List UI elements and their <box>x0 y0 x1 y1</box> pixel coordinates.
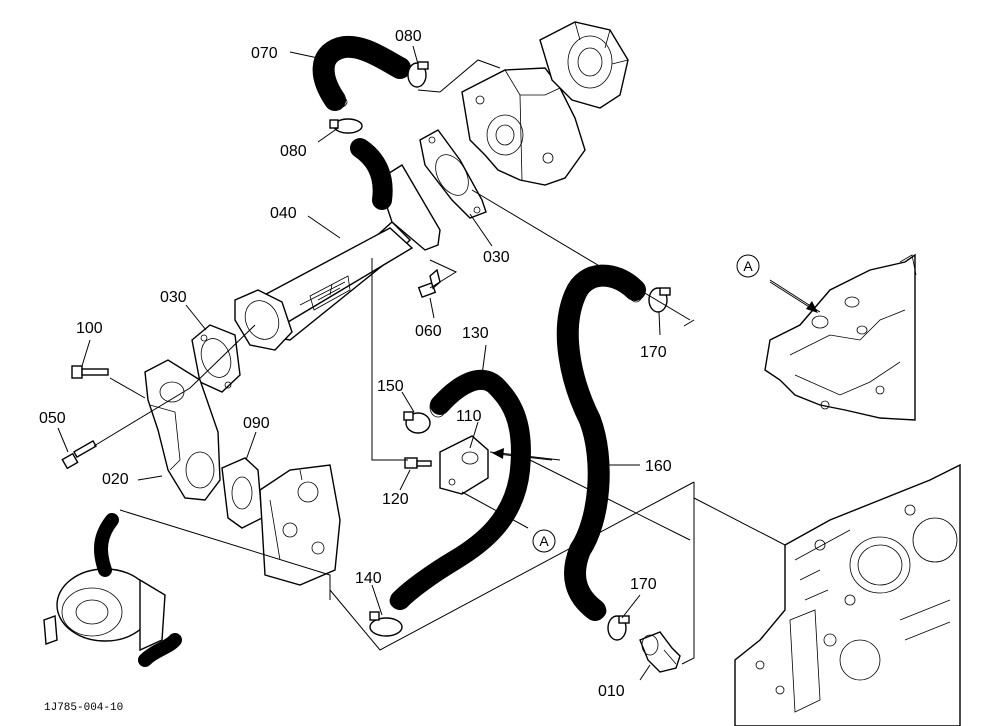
hose-130 <box>389 369 531 610</box>
callout-120: 120 <box>382 491 409 508</box>
gasket-030-right <box>419 129 487 219</box>
callout-170-top: 170 <box>640 344 667 361</box>
callout-130: 130 <box>462 325 489 342</box>
bracket-020 <box>144 359 221 501</box>
bracket-110 <box>439 435 489 495</box>
callout-030-right: 030 <box>483 249 510 266</box>
callout-170-bottom: 170 <box>630 576 657 593</box>
reference-a-lower: A <box>532 529 556 553</box>
engine-block <box>734 463 961 726</box>
callout-080-left: 080 <box>280 143 307 160</box>
fitting-010 <box>639 631 681 673</box>
callout-060: 060 <box>415 323 442 340</box>
callout-140: 140 <box>355 570 382 587</box>
callout-160: 160 <box>645 458 672 475</box>
callout-040: 040 <box>270 205 297 222</box>
callouts: 070 080 080 040 030 030 060 130 170 100 … <box>39 28 672 700</box>
detail-a-housing <box>764 253 917 421</box>
callout-090: 090 <box>243 415 270 432</box>
bolt-120 <box>404 457 432 469</box>
callout-070: 070 <box>251 45 278 62</box>
clamp-170-top <box>648 287 671 313</box>
direction-arrow <box>492 281 818 461</box>
gasket-090 <box>221 457 263 529</box>
reference-a-lower-label: A <box>539 533 549 549</box>
callout-080-top: 080 <box>395 28 422 45</box>
egr-valve <box>461 21 629 186</box>
clamp-170-bottom <box>607 615 630 641</box>
bolt-100 <box>71 365 109 379</box>
clamp-150 <box>403 411 431 434</box>
drawing-code: 1J785-004-10 <box>44 702 123 714</box>
clamp-080-left <box>329 118 363 134</box>
oil-cooler <box>43 513 182 667</box>
callout-150: 150 <box>377 378 404 395</box>
bolt-050 <box>61 439 97 470</box>
reference-a-upper: A <box>736 254 760 278</box>
clamp-140 <box>369 611 403 637</box>
callout-020: 020 <box>102 471 129 488</box>
reference-a-upper-label: A <box>743 258 753 274</box>
callout-100: 100 <box>76 320 103 337</box>
callout-010: 010 <box>598 683 625 700</box>
callout-030-left: 030 <box>160 289 187 306</box>
hose-160 <box>556 264 646 621</box>
callout-050: 050 <box>39 410 66 427</box>
callout-110: 110 <box>456 408 482 425</box>
egr-cooler-040 <box>234 138 441 351</box>
engine-fragment-left <box>259 464 341 586</box>
hose-070 <box>312 35 411 111</box>
clamp-080-top <box>407 61 429 88</box>
